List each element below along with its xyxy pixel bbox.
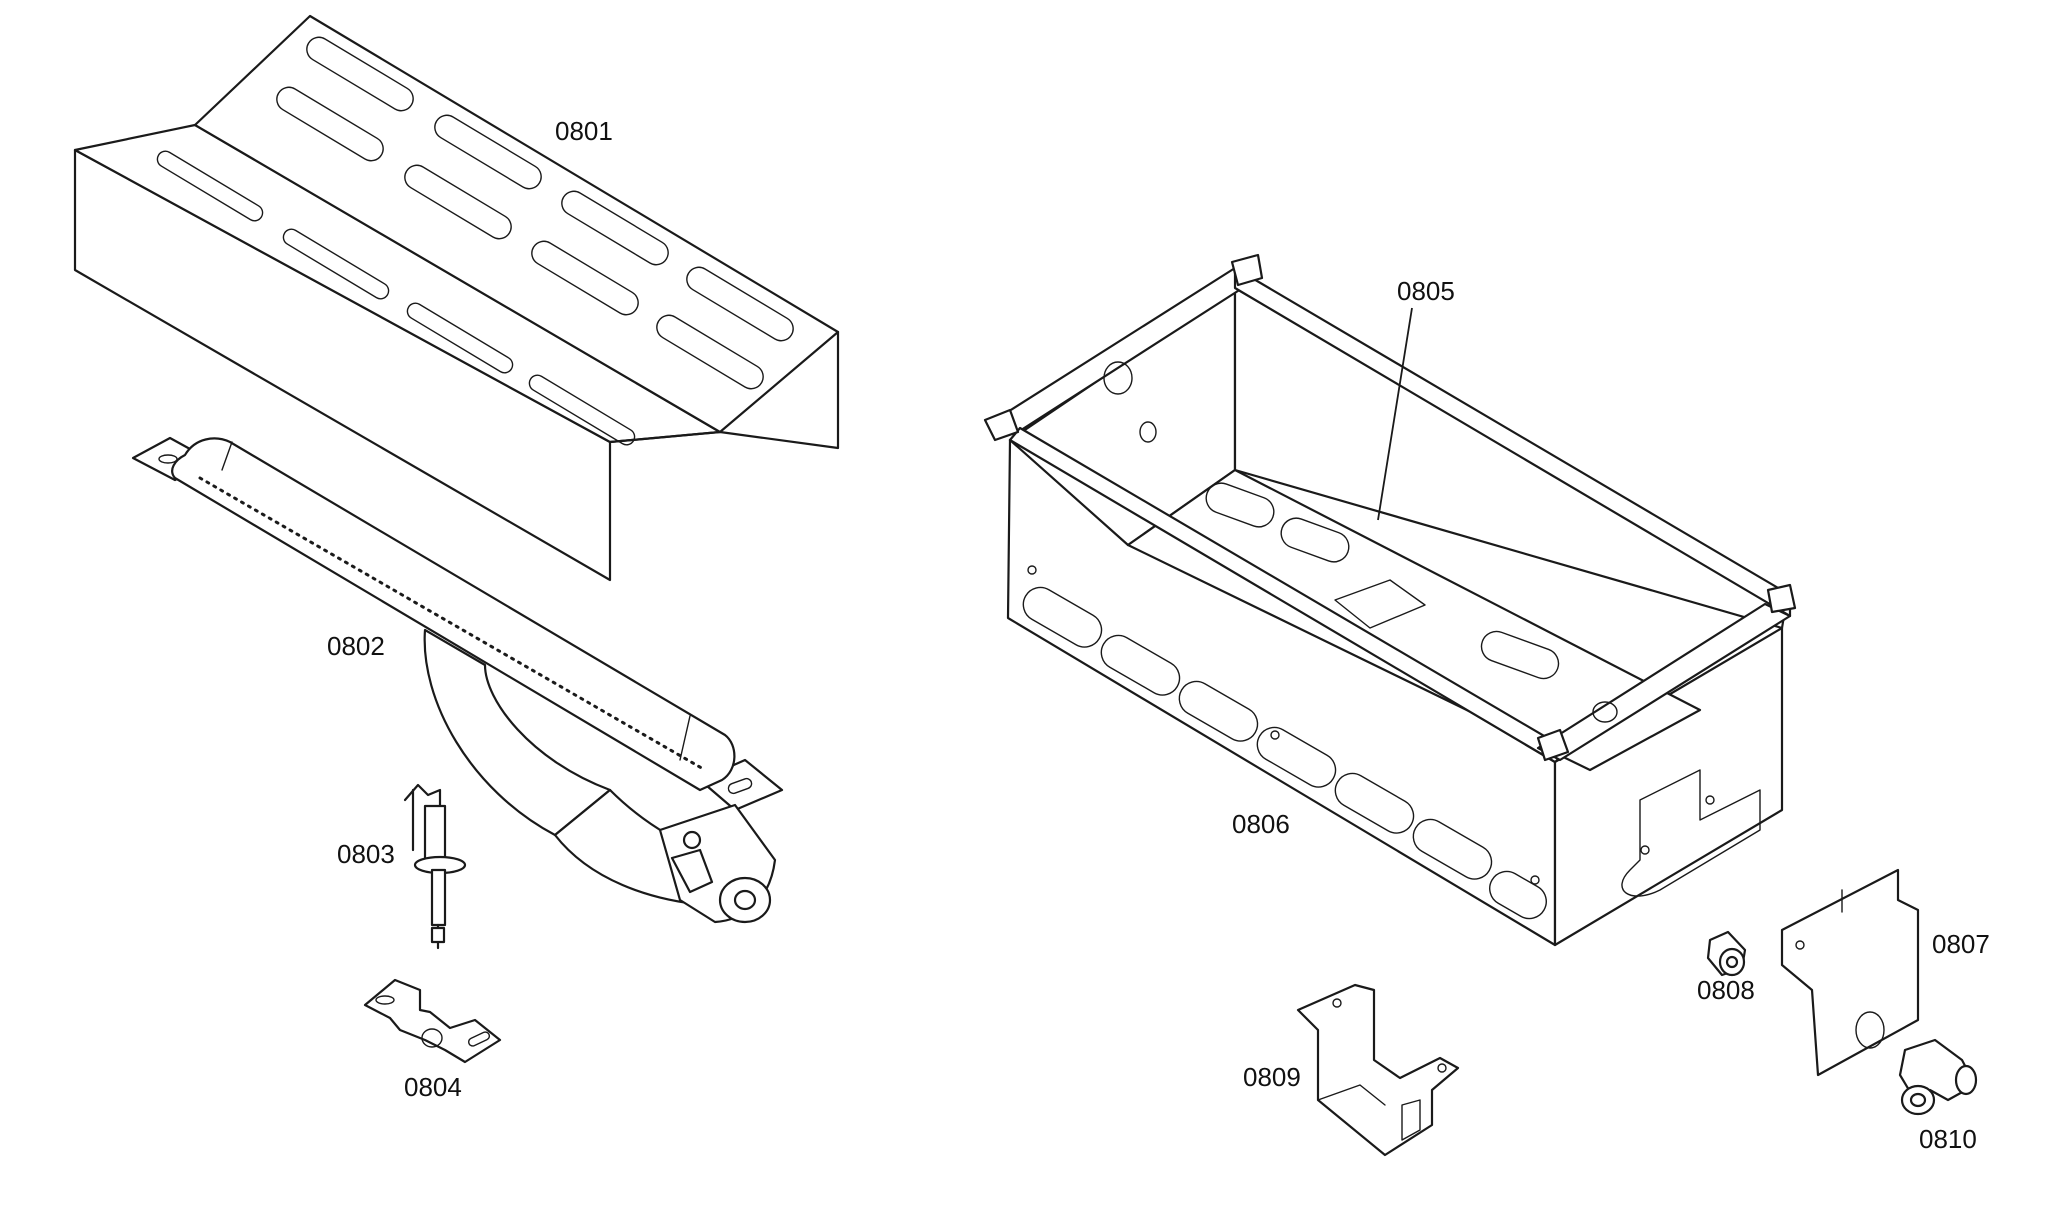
label-0804: 0804	[404, 1072, 462, 1102]
part-0804-bracket[interactable]	[363, 978, 502, 1064]
label-0807: 0807	[1932, 929, 1990, 959]
label-0810: 0810	[1919, 1124, 1977, 1154]
part-0803-igniter-electrode[interactable]	[403, 783, 467, 950]
label-0809: 0809	[1243, 1062, 1301, 1092]
part-0807-bracket-plate[interactable]	[1780, 868, 1920, 1077]
label-0803: 0803	[337, 839, 395, 869]
leader-lines	[1377, 307, 1413, 521]
part-0810-valve-fitting[interactable]	[1898, 1038, 1978, 1116]
part-0809-deflector-bracket[interactable]	[1296, 983, 1460, 1157]
part-0806-firebox[interactable]	[983, 253, 1797, 947]
part-0801-heat-shield[interactable]	[73, 14, 840, 582]
part-0802-burner-tube[interactable]	[131, 436, 784, 924]
label-0806: 0806	[1232, 809, 1290, 839]
part-0808-orifice[interactable]	[1706, 930, 1747, 977]
label-0801: 0801	[555, 116, 613, 146]
label-0808: 0808	[1697, 975, 1755, 1005]
label-0802: 0802	[327, 631, 385, 661]
label-0805: 0805	[1397, 276, 1455, 306]
